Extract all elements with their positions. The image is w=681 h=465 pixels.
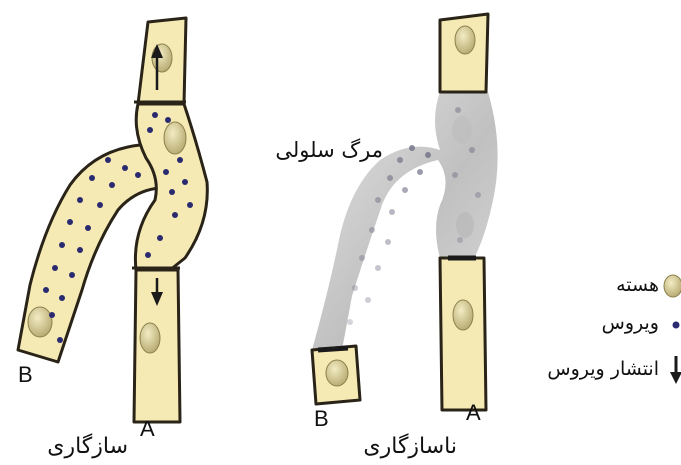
legend-arrow-down-icon (670, 356, 681, 384)
compatible-panel (18, 18, 207, 422)
compatible-label: سازگاری (47, 436, 128, 458)
incompatible-label: ناسازگاری (363, 436, 457, 458)
legend-virus-label: ویروس (602, 314, 659, 333)
legend-nucleus-icon (664, 275, 681, 297)
nucleus (326, 360, 348, 386)
point-a-left-label: A (140, 418, 155, 440)
legend-virus-spread-label: انتشار ویروس (547, 360, 659, 379)
incompatible-panel (312, 14, 498, 410)
nucleus (164, 122, 186, 154)
point-a-right-label: A (466, 402, 481, 424)
nucleus (453, 300, 473, 330)
point-b-left-label: B (18, 364, 33, 386)
cell-death-label: مرگ سلولی (275, 140, 383, 161)
column-cell-bottom-right (440, 258, 486, 410)
legend-nucleus-label: هسته (616, 276, 659, 295)
nucleus (28, 307, 52, 337)
nucleus (140, 323, 160, 353)
legend-symbols (664, 275, 681, 384)
legend-virus-icon (673, 322, 680, 329)
point-b-right-label: B (314, 408, 329, 430)
nucleus (455, 26, 475, 54)
